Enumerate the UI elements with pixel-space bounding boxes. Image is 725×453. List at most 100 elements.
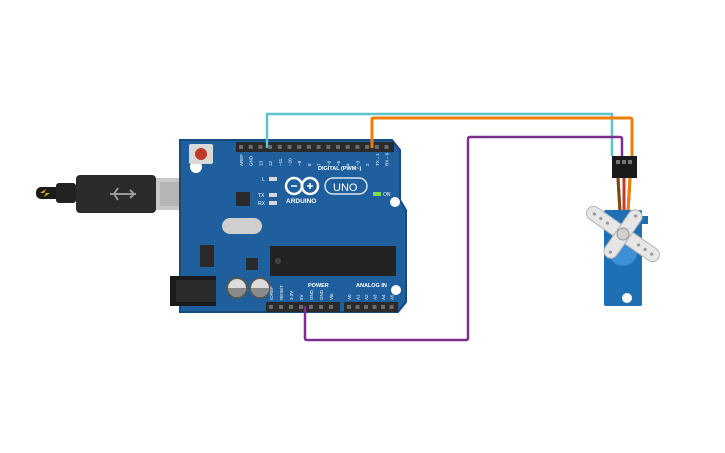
arduino-uno-board[interactable]: L TX RX ON ARDUINO UNO DIGITAL (PWM~) PO… xyxy=(170,139,407,313)
capacitor xyxy=(249,277,271,299)
lightning-icon xyxy=(40,189,50,197)
arduino-logo-icon xyxy=(284,176,320,196)
pin-label: ~6 xyxy=(326,160,331,166)
pin-label: ~9 xyxy=(297,160,302,166)
power-wire[interactable] xyxy=(370,116,634,156)
header-pin[interactable] xyxy=(269,305,273,309)
header-pin[interactable] xyxy=(329,305,333,309)
pin-label: 5V xyxy=(299,294,304,300)
reset-button[interactable] xyxy=(189,144,213,164)
pin-label: TX→1 xyxy=(375,153,380,166)
header-pin[interactable] xyxy=(326,145,331,149)
header-pin[interactable] xyxy=(248,145,253,149)
atmega-microcontroller xyxy=(270,246,396,276)
led-l xyxy=(269,177,277,181)
pin-label: RX←0 xyxy=(385,152,390,166)
pin-label: 8 xyxy=(307,163,312,166)
header-pin[interactable] xyxy=(384,145,389,149)
model-label: UNO xyxy=(333,182,358,194)
led-rx xyxy=(269,201,277,205)
pin-label: ~3 xyxy=(355,160,360,166)
on-label: ON xyxy=(383,192,391,198)
digital-label: DIGITAL (PWM~) xyxy=(318,166,362,172)
header-pin[interactable] xyxy=(364,305,368,309)
pin-label: A2 xyxy=(364,294,369,300)
analog-header[interactable] xyxy=(344,302,398,312)
model-badge xyxy=(324,177,368,195)
capacitor xyxy=(226,277,248,299)
servo-connector xyxy=(612,156,637,178)
pin-label: AREF xyxy=(239,154,244,166)
header-pins xyxy=(239,145,394,309)
header-pin[interactable] xyxy=(297,145,302,149)
header-pin[interactable] xyxy=(299,305,303,309)
usb-icon xyxy=(110,187,136,201)
pin-label: IOREF xyxy=(269,286,274,300)
header-pin[interactable] xyxy=(289,305,293,309)
led-l-label: L xyxy=(262,177,265,183)
mounting-hole xyxy=(391,285,401,295)
led-tx xyxy=(269,193,277,197)
power-label: POWER xyxy=(308,283,329,289)
pin-label: 3.3V xyxy=(289,291,294,300)
power-jack[interactable] xyxy=(170,276,216,306)
pin-label: GND xyxy=(319,289,324,300)
digital-header[interactable] xyxy=(236,142,394,152)
pin-label: A5 xyxy=(390,294,395,300)
header-pin[interactable] xyxy=(316,145,321,149)
ground-wire[interactable] xyxy=(303,135,624,342)
header-pin[interactable] xyxy=(389,305,394,309)
header-pin[interactable] xyxy=(319,305,323,309)
header-pin[interactable] xyxy=(277,145,282,149)
crystal xyxy=(222,218,262,234)
pin-label: A4 xyxy=(381,294,386,300)
servo-horn[interactable] xyxy=(572,186,675,281)
brand-label: ARDUINO xyxy=(286,198,316,205)
header-pin[interactable] xyxy=(355,305,360,309)
usb-cable[interactable] xyxy=(36,175,192,213)
header-pin[interactable] xyxy=(287,145,292,149)
header-pin[interactable] xyxy=(347,305,351,309)
header-pin[interactable] xyxy=(279,305,283,309)
pin-label: ~5 xyxy=(336,160,341,166)
pin-label: 7 xyxy=(317,163,322,166)
pin-label: ~11 xyxy=(278,158,283,166)
voltage-regulator xyxy=(200,245,214,267)
header-pin[interactable] xyxy=(365,145,370,149)
servo-motor[interactable] xyxy=(572,156,675,306)
header-pin[interactable] xyxy=(345,145,350,149)
header-pin[interactable] xyxy=(309,305,313,309)
mounting-hole xyxy=(390,197,400,207)
pin-label: RESET xyxy=(279,285,284,300)
pin-label: A1 xyxy=(356,294,361,300)
header-pin[interactable] xyxy=(372,305,377,309)
pin-label: 4 xyxy=(346,163,351,166)
usb-chip xyxy=(236,192,250,206)
pin-label: 2 xyxy=(365,163,370,166)
led-on xyxy=(373,192,381,196)
header-pin[interactable] xyxy=(381,305,385,309)
header-pin[interactable] xyxy=(239,145,243,149)
pin-label: A0 xyxy=(347,294,352,300)
analog-label: ANALOG IN xyxy=(356,283,387,289)
header-pin[interactable] xyxy=(268,145,273,149)
signal-wire[interactable] xyxy=(265,112,614,156)
header-pin[interactable] xyxy=(355,145,360,149)
servo-mount-tab xyxy=(598,216,648,224)
pin-label: Vin xyxy=(329,293,334,300)
header-pin[interactable] xyxy=(374,145,379,149)
led-tx-label: TX xyxy=(258,193,265,199)
header-pin[interactable] xyxy=(258,145,263,149)
header-pin[interactable] xyxy=(306,145,311,149)
pin-label: 12 xyxy=(268,160,273,166)
pin-label: 13 xyxy=(258,160,263,166)
pin-label: GND xyxy=(249,155,254,166)
header-pin[interactable] xyxy=(336,145,340,149)
small-chip xyxy=(246,258,258,270)
pin-label: A3 xyxy=(373,294,378,300)
led-rx-label: RX xyxy=(258,201,266,207)
